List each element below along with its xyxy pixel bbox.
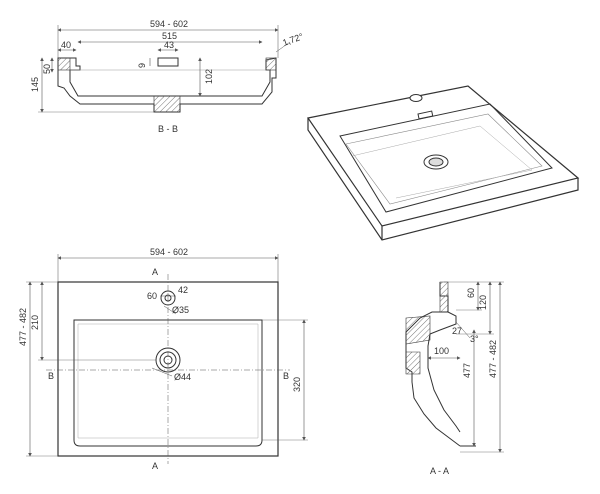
section-b-b-label: B - B [158,124,178,134]
basin-bowl-rim [339,103,553,213]
side-angle-label: 3° [470,334,479,344]
overflow-slot [417,110,434,120]
top-hole-width-label: 43 [164,40,174,50]
section-b-marker-right: B [283,371,289,381]
side-overall-depth-label: 477 - 482 [488,340,498,378]
plan-overall-width-label: 594 - 602 [150,247,188,257]
side-depth-label: 477 [462,363,472,378]
section-a-a [405,281,504,453]
top-total-height-label: 145 [30,77,40,92]
side-dim-60-label: 60 [466,288,476,298]
section-a-marker-bottom: A [152,461,158,471]
section-b-marker-left: B [48,371,54,381]
plan-overall-depth-label: 477 - 482 [18,308,28,346]
plan-drain-diameter-label: Ø44 [174,372,191,382]
plan-tap-size-label: 42 [178,285,188,295]
top-overall-width-label: 594 - 602 [150,19,188,29]
side-dim-27-label: 27 [452,326,462,336]
section-a-marker-top: A [152,267,158,277]
top-inner-width-label: 515 [162,31,177,41]
top-rim-width-label: 40 [61,40,71,50]
plan-bowl-depth-label: 320 [292,377,302,392]
section-b-b [38,25,291,113]
top-angle-label: 1,72° [281,31,305,48]
plan-tap-offset-label: 60 [147,291,157,301]
plan-view [26,254,308,464]
plan-tap-diameter-label: Ø35 [172,305,189,315]
side-dim-120-label: 120 [478,295,488,310]
isometric-view [306,85,580,241]
top-hole-depth-label: 9 [137,63,147,68]
section-a-a-label: A - A [430,466,449,476]
plan-front-to-bowl-label: 210 [30,315,40,330]
side-dim-100-label: 100 [434,346,449,356]
top-inner-depth-label: 102 [204,69,214,84]
tap-hole [409,94,423,102]
top-rim-height-label: 50 [42,64,52,74]
plan-bowl [73,319,263,447]
drain-inner [428,157,444,167]
